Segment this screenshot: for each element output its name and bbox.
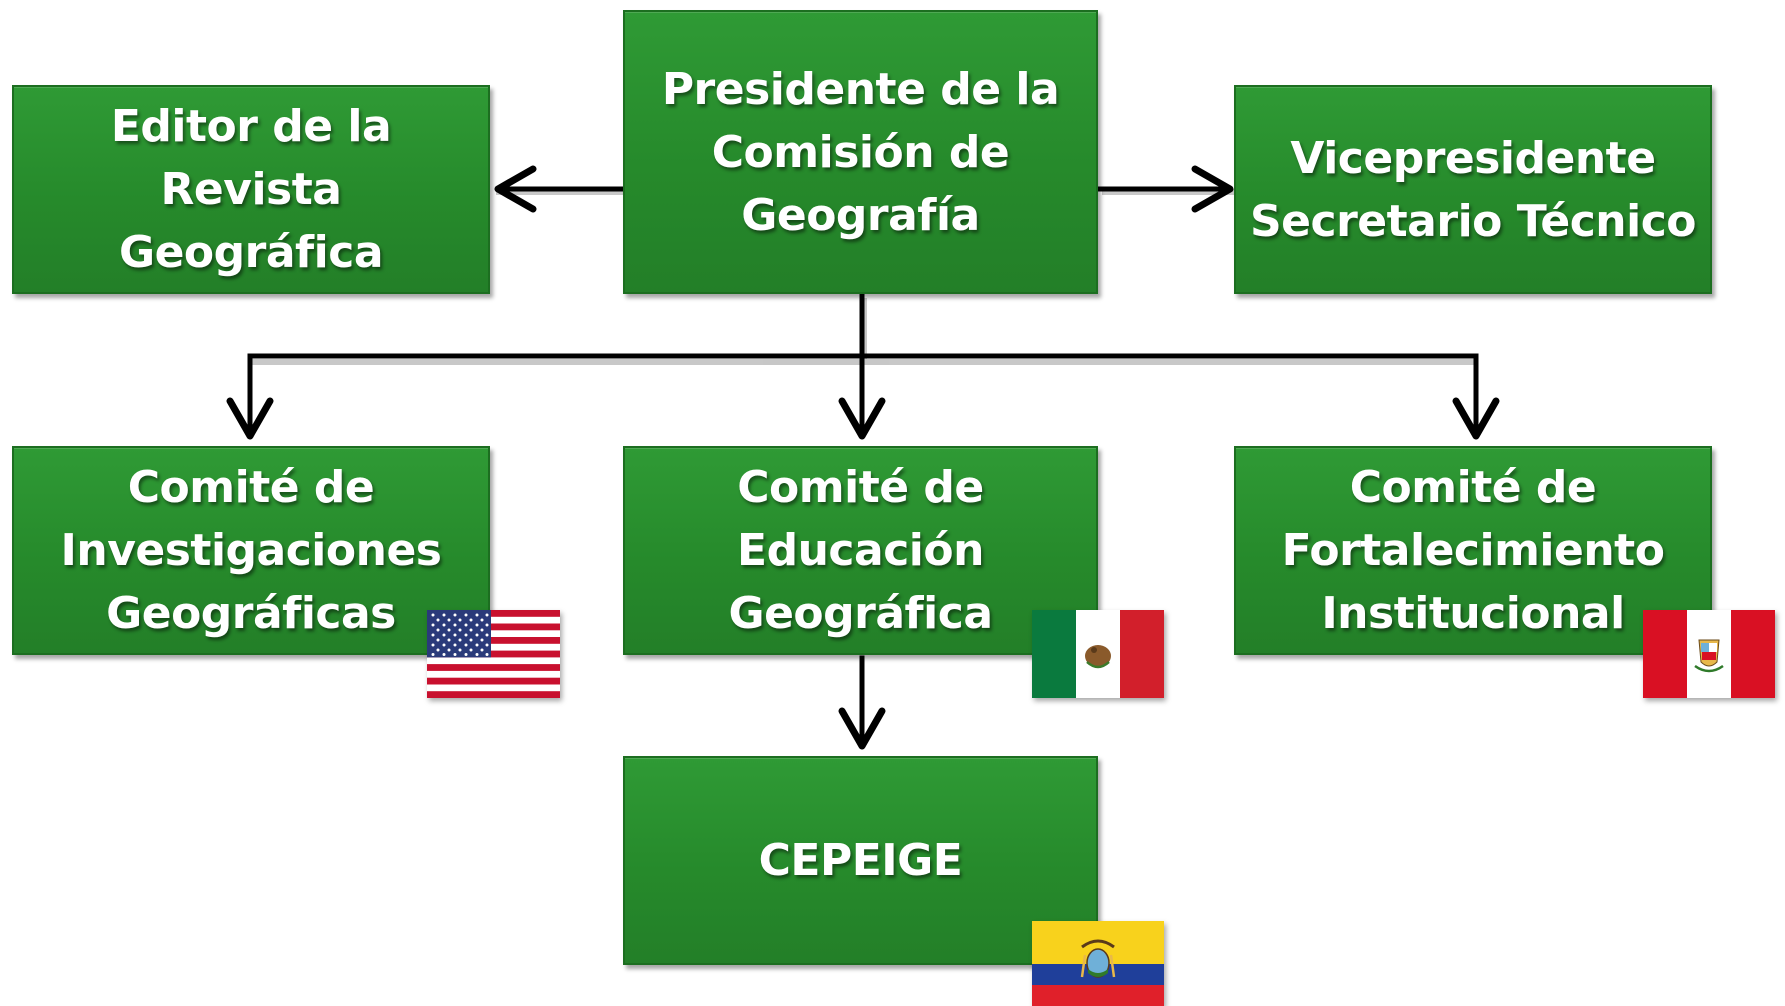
node-strengthening-label: Comité de Fortalecimiento Institucional [1281, 462, 1665, 639]
node-vice-label: Vicepresidente Secretario Técnico [1249, 132, 1697, 247]
node-research-label: Comité de Investigaciones Geográficas [60, 462, 442, 639]
node-education: Comité de Educación Geográfica [623, 446, 1098, 655]
node-education-label: Comité de Educación Geográfica [728, 462, 993, 639]
node-strengthening: Comité de Fortalecimiento Institucional [1234, 446, 1712, 655]
ecuador-flag-icon [1032, 921, 1164, 1006]
usa-flag-icon [427, 610, 560, 698]
node-cepeige-label: CEPEIGE [758, 835, 963, 886]
node-vice: Vicepresidente Secretario Técnico [1234, 85, 1712, 294]
node-editor: Editor de la Revista Geográfica [12, 85, 490, 294]
node-president: Presidente de la Comisión de Geografía [623, 10, 1098, 294]
mexico-flag-icon [1032, 610, 1164, 698]
node-president-label: Presidente de la Comisión de Geografía [661, 63, 1060, 241]
node-research: Comité de Investigaciones Geográficas [12, 446, 490, 655]
node-cepeige: CEPEIGE [623, 756, 1098, 965]
peru-flag-icon [1643, 610, 1775, 698]
node-editor-label: Editor de la Revista Geográfica [110, 101, 392, 278]
